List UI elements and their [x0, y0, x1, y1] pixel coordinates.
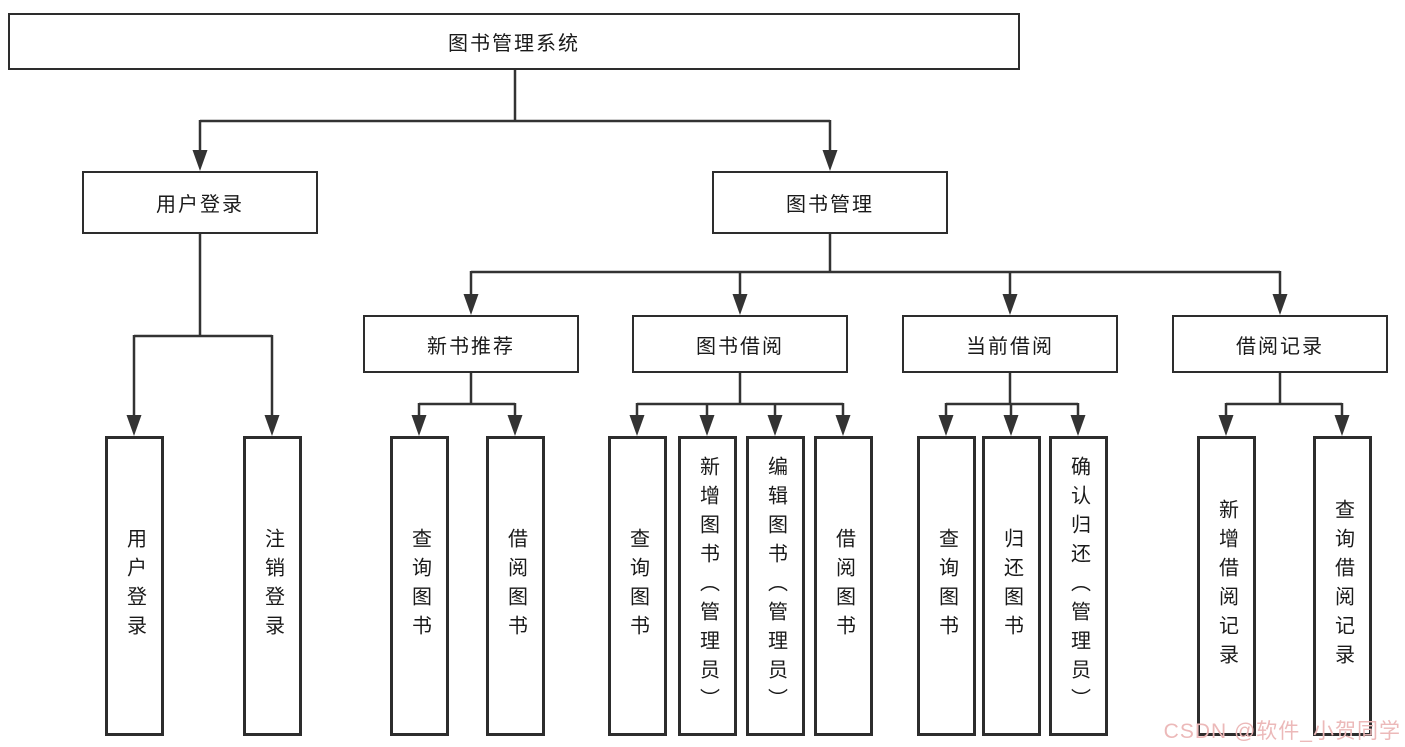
leaf-logout: 注销登录	[243, 436, 302, 736]
connector-newrec-to-leaves	[417, 373, 517, 420]
csdn-watermark: CSDN @软件_小贺同学	[1163, 720, 1401, 743]
connector-root-to-level2	[198, 70, 832, 155]
node-root-label: 图书管理系统	[448, 33, 580, 55]
node-borrow-records-label: 借阅记录	[1236, 335, 1324, 358]
leaf-borrow-query-books: 查询图书	[608, 436, 667, 736]
leaf-newrec-borrow-books: 借阅图书	[486, 436, 545, 736]
leaf-newrec-query-books-label: 查询图书	[408, 528, 431, 644]
leaf-borrow-borrow-books: 借阅图书	[814, 436, 873, 736]
node-book-borrow: 图书借阅	[632, 315, 848, 373]
connector-borrow-to-leaves	[635, 373, 845, 420]
leaf-records-query-record: 查询借阅记录	[1313, 436, 1372, 736]
arrowheads	[126, 150, 1350, 436]
leaf-user-login: 用户登录	[105, 436, 164, 736]
leaf-borrow-add-books-admin: 新增图书（管理员）	[678, 436, 737, 736]
leaf-borrow-borrow-books-label: 借阅图书	[832, 528, 855, 644]
node-current-borrow-label: 当前借阅	[966, 335, 1054, 358]
leaf-current-confirm-return-admin-label: 确认归还（管理员）	[1067, 455, 1090, 717]
node-book-management: 图书管理	[712, 171, 948, 234]
leaf-current-query-books: 查询图书	[917, 436, 976, 736]
leaf-logout-label: 注销登录	[261, 528, 284, 644]
leaf-user-login-label: 用户登录	[123, 528, 146, 644]
leaf-newrec-query-books: 查询图书	[390, 436, 449, 736]
node-book-borrow-label: 图书借阅	[696, 335, 784, 358]
leaf-current-return-books-label: 归还图书	[1000, 528, 1023, 644]
connector-login-to-leaves	[132, 234, 274, 420]
leaf-borrow-add-books-admin-label: 新增图书（管理员）	[696, 455, 719, 717]
connector-current-to-leaves	[944, 373, 1080, 420]
leaf-current-confirm-return-admin: 确认归还（管理员）	[1049, 436, 1108, 736]
node-borrow-records: 借阅记录	[1172, 315, 1388, 373]
leaf-borrow-edit-books-admin-label: 编辑图书（管理员）	[764, 455, 787, 717]
leaf-borrow-edit-books-admin: 编辑图书（管理员）	[746, 436, 805, 736]
node-current-borrow: 当前借阅	[902, 315, 1118, 373]
leaf-records-add-record-label: 新增借阅记录	[1215, 499, 1238, 673]
connector-mgmt-to-level3	[469, 234, 1282, 299]
connector-records-to-leaves	[1224, 373, 1344, 420]
leaf-current-query-books-label: 查询图书	[935, 528, 958, 644]
leaf-records-query-record-label: 查询借阅记录	[1331, 499, 1354, 673]
leaf-newrec-borrow-books-label: 借阅图书	[504, 528, 527, 644]
node-new-book-recommend: 新书推荐	[363, 315, 579, 373]
leaf-current-return-books: 归还图书	[982, 436, 1041, 736]
node-user-login: 用户登录	[82, 171, 318, 234]
node-root-system: 图书管理系统	[8, 13, 1020, 70]
node-new-book-recommend-label: 新书推荐	[427, 335, 515, 358]
leaf-records-add-record: 新增借阅记录	[1197, 436, 1256, 736]
node-book-management-label: 图书管理	[786, 194, 874, 216]
leaf-borrow-query-books-label: 查询图书	[626, 528, 649, 644]
node-user-login-label: 用户登录	[156, 194, 244, 216]
